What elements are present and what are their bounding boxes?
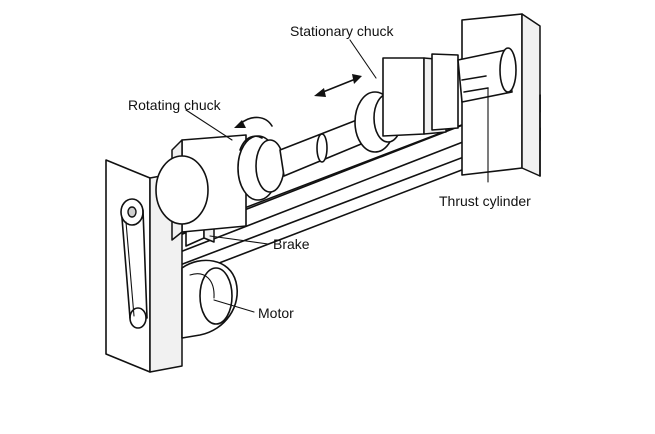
label-stationary-chuck: Stationary chuck <box>290 23 394 39</box>
rotation-arrow <box>234 116 273 128</box>
motor <box>181 259 238 339</box>
left-housing <box>105 159 183 373</box>
label-brake: Brake <box>273 236 310 252</box>
thrust-cylinder <box>457 47 517 103</box>
label-rotating-chuck: Rotating chuck <box>128 97 222 113</box>
machine-frame <box>179 13 541 279</box>
label-motor: Motor <box>258 305 294 321</box>
rotating-chuck-assembly <box>155 134 285 241</box>
label-thrust-cylinder: Thrust cylinder <box>439 193 531 209</box>
leader-lines <box>185 39 489 313</box>
axial-motion-arrow <box>314 74 362 97</box>
stationary-chuck-assembly <box>354 53 459 153</box>
